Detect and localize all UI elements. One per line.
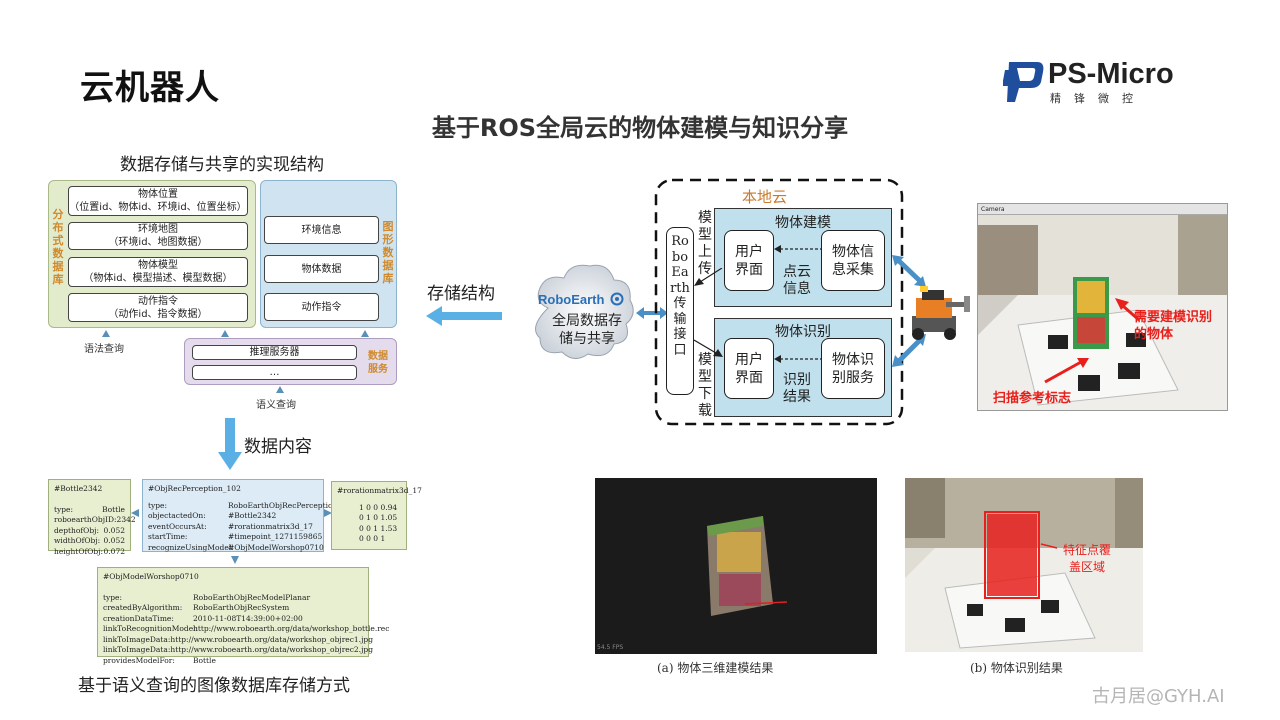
global-storage-label: 全局数据存储与共享 bbox=[552, 313, 622, 347]
data-content-label: 数据内容 bbox=[244, 437, 312, 457]
up-arrow-icon bbox=[221, 330, 229, 337]
point-cloud-info-label: 点云信息 bbox=[783, 264, 811, 297]
logo-subtitle: 精锋微控 bbox=[1050, 92, 1146, 105]
left-arrow-icon bbox=[774, 245, 822, 253]
global-cloud-shape bbox=[535, 264, 634, 359]
bidirectional-arrow-icon bbox=[892, 255, 926, 287]
data-service-label: 数据服务 bbox=[368, 351, 388, 375]
object-recognition-title: 物体识别 bbox=[775, 324, 831, 340]
object-recognition-service-box: 物体识别服务 bbox=[821, 338, 885, 399]
bidirectional-arrow-icon bbox=[636, 307, 668, 319]
local-cloud-title: 本地云 bbox=[742, 188, 788, 206]
roboearth-interface-box bbox=[666, 227, 694, 395]
inference-server-box: 推理服务器 bbox=[192, 345, 357, 360]
download-arrow-icon bbox=[694, 339, 723, 357]
up-arrow-icon bbox=[276, 386, 284, 393]
annotation-arrows bbox=[1044, 298, 1140, 384]
object-position-box: 物体位置（位置id、物体id、环境id、位置坐标） bbox=[68, 186, 248, 216]
camera-scene bbox=[978, 215, 1227, 410]
action-command-box: 动作指令（动作id、指令数据） bbox=[68, 293, 248, 322]
down-arrow-icon bbox=[218, 418, 242, 470]
annot-feature-label: 特征点覆盖区域 bbox=[1062, 543, 1111, 574]
camera-window-title: Camera bbox=[978, 204, 1227, 215]
rotation-matrix-box: #rorationmatrix3d_17 1 0 0 0.94 0 1 0 1.… bbox=[331, 481, 422, 550]
watermark: 古月居@GYH.AI bbox=[1092, 686, 1225, 707]
3d-model-photo: 54.5 FPS bbox=[595, 478, 877, 654]
modeling-user-interface-box: 用户界面 bbox=[724, 230, 774, 291]
left-arrow-icon bbox=[426, 306, 502, 326]
up-arrow-icon bbox=[361, 330, 369, 337]
roboearth-interface-label: RoboEarth传输接口 bbox=[670, 234, 690, 358]
more-services-box: … bbox=[192, 365, 357, 380]
right-arrow-icon bbox=[324, 509, 332, 517]
recognition-photo bbox=[905, 478, 1143, 652]
up-arrow-icon bbox=[102, 330, 110, 337]
semantic-storage-caption: 基于语义查询的图像数据库存储方式 bbox=[78, 676, 350, 696]
logo-text: PS-Micro bbox=[1048, 58, 1174, 90]
object-model-box: 物体模型（物体id、模型描述、模型数据） bbox=[68, 257, 248, 287]
caption-b: (b) 物体识别结果 bbox=[970, 661, 1063, 675]
roboearth-logo-text: RoboEarth bbox=[538, 292, 605, 307]
fps-readout: 54.5 FPS bbox=[597, 644, 624, 651]
left-arrow-icon bbox=[131, 509, 139, 517]
down-arrow-icon bbox=[231, 556, 239, 564]
3d-model-scene bbox=[707, 516, 788, 616]
graph-database-label: 图形数据库 bbox=[382, 220, 394, 285]
recognition-scene bbox=[905, 478, 1143, 652]
syntax-query-label: 语法查询 bbox=[84, 344, 124, 355]
storage-structure-caption: 数据存储与共享的实现结构 bbox=[120, 155, 324, 175]
distributed-database-label: 分布式数据库 bbox=[52, 208, 64, 286]
camera-photo: Camera bbox=[977, 203, 1228, 411]
local-cloud-frame bbox=[654, 178, 904, 426]
object-modeling-title: 物体建模 bbox=[775, 215, 831, 231]
left-arrow-icon bbox=[774, 355, 822, 363]
recognition-user-interface-box: 用户界面 bbox=[724, 338, 774, 399]
annot-model-label: 需要建模识别的物体 bbox=[1134, 310, 1213, 342]
recognition-result-label: 识别结果 bbox=[783, 372, 811, 405]
action-data-box: 动作指令 bbox=[264, 293, 379, 321]
semantic-query-label: 语义查询 bbox=[256, 400, 296, 411]
environment-map-box: 环境地图（环境id、地图数据） bbox=[68, 222, 248, 250]
annot-marker-label: 扫描参考标志 bbox=[993, 391, 1072, 406]
object-data-box: 物体数据 bbox=[264, 255, 379, 283]
model-download-label: 模型下载 bbox=[698, 352, 712, 419]
model-upload-label: 模型上传 bbox=[698, 210, 712, 277]
ps-micro-logo-icon bbox=[1003, 62, 1044, 102]
roboearth-globe-icon bbox=[610, 292, 624, 306]
robot-illustration bbox=[912, 286, 970, 340]
environment-info-box: 环境信息 bbox=[264, 216, 379, 244]
object-model-workshop-box: #ObjModelWorshop0710 type:RoboEarthObjRe… bbox=[97, 567, 389, 665]
object-info-collect-box: 物体信息采集 bbox=[821, 230, 885, 291]
page-title: 云机器人 bbox=[80, 68, 220, 108]
bottle-object-box: #Bottle2342 type:Bottle roboearthObjID:2… bbox=[48, 479, 136, 556]
main-heading: 基于ROS全局云的物体建模与知识分享 bbox=[431, 114, 849, 142]
perception-object-box: #ObjRecPerception_102 type:RoboEarthObjR… bbox=[142, 479, 337, 552]
storage-structure-label: 存储结构 bbox=[427, 284, 495, 304]
upload-arrow-icon bbox=[694, 268, 723, 286]
caption-a: (a) 物体三维建模结果 bbox=[657, 661, 774, 675]
